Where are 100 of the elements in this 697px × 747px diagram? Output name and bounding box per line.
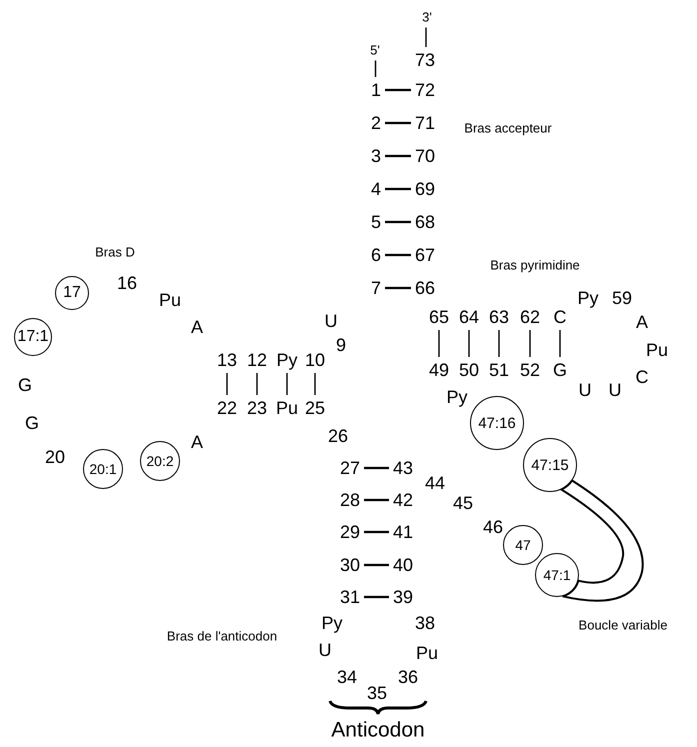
nucleotide-label: Py [446,388,468,406]
nucleotide-label: U [324,312,338,330]
base-pair-bar [256,373,258,395]
base-pair-bar [314,373,316,395]
nucleotide-label: 46 [482,518,504,536]
nucleotide-label: 63 [488,308,510,326]
base-pair-dash [385,154,411,158]
base-pair-dash [385,220,411,224]
nucleotide-label: A [191,318,203,336]
base-pair-bar [529,330,531,357]
nucleotide-label: Pu [416,644,438,662]
region-label: Bras pyrimidine [490,258,580,272]
variable-loop-connector [560,480,644,602]
nucleotide-label: 20 [44,448,66,466]
base-pair-bar [468,330,470,357]
base-pair-dash [364,596,389,598]
base-pair-dash [385,88,411,92]
nucleotide-label: 1 [371,81,381,99]
base-pair-bar [438,330,440,357]
nucleotide-label: G [553,361,567,379]
base-pair-bar [286,373,288,395]
nucleotide-label: 23 [246,399,268,417]
nucleotide-label: 26 [328,427,348,445]
nucleotide-label: 71 [414,114,436,132]
nucleotide-label: 62 [520,308,540,326]
base-pair-bar [559,330,561,357]
nucleotide-label: 44 [424,474,446,492]
region-label: Anticodon [331,720,425,740]
base-pair-bar [425,28,427,47]
nucleotide-label: U [608,381,622,399]
nucleotide-label: Py [276,351,298,369]
nucleotide-label: 13 [216,351,238,369]
nucleotide-label: 3 [371,147,381,165]
nucleotide-label: 5 [371,213,381,231]
nucleotide-label: 31 [340,588,360,606]
nucleotide-label: 64 [458,308,480,326]
nucleotide-label: 36 [398,668,418,686]
nucleotide-label: 52 [520,361,540,379]
circled-position: 17:1 [14,318,52,356]
base-pair-dash [364,530,389,534]
nucleotide-label: 30 [340,556,360,574]
nucleotide-label: G [18,376,32,394]
nucleotide-label: 45 [452,494,474,512]
circled-position: 17 [55,276,89,310]
nucleotide-label: Pu [276,399,298,417]
nucleotide-label: 38 [414,614,436,632]
base-pair-dash [385,254,411,256]
nucleotide-label: Pu [646,341,668,359]
base-pair-dash [364,466,389,470]
nucleotide-label: Py [578,289,598,307]
nucleotide-label: 72 [414,81,436,99]
nucleotide-label: A [636,313,648,331]
region-label: Bras accepteur [464,122,552,134]
base-pair-dash [364,564,389,566]
nucleotide-label: 34 [336,668,358,686]
strand-end-label: 3' [422,10,432,24]
nucleotide-label: 28 [340,491,360,509]
nucleotide-label: C [554,308,566,326]
nucleotide-label: 42 [392,491,414,509]
nucleotide-label: 35 [366,684,388,702]
nucleotide-label: 2 [371,114,381,132]
base-pair-dash [385,188,411,190]
nucleotide-label: 12 [246,351,268,369]
circled-position: 47:1 [535,553,579,597]
circled-position: 47:16 [470,396,524,450]
base-pair-dash [385,286,411,290]
nucleotide-label: 6 [371,246,381,264]
nucleotide-label: G [25,414,39,432]
circled-position: 20:1 [83,449,123,489]
nucleotide-label: 51 [488,361,510,379]
nucleotide-label: U [318,641,332,659]
base-pair-bar [226,373,228,395]
base-pair-dash [364,498,389,502]
nucleotide-label: A [191,433,203,451]
circled-position: 47 [503,525,543,565]
circled-position: 47:15 [523,438,577,492]
region-label: Bras de l'anticodon [166,630,278,642]
region-label: Boucle variable [578,618,668,632]
nucleotide-label: 29 [340,523,360,541]
nucleotide-label: U [578,381,592,399]
nucleotide-label: C [636,368,648,386]
nucleotide-label: 10 [304,351,326,369]
nucleotide-label: 7 [371,279,381,297]
nucleotide-label: 66 [414,279,436,297]
base-pair-bar [374,60,376,77]
nucleotide-label: Py [322,614,342,632]
nucleotide-label: 73 [414,51,436,69]
nucleotide-label: 43 [392,459,414,477]
base-pair-dash [385,122,411,124]
circled-position: 20:2 [140,441,180,481]
nucleotide-label: 4 [371,180,381,198]
nucleotide-label: 40 [392,556,414,574]
nucleotide-label: 67 [414,246,436,264]
nucleotide-label: 50 [458,361,480,379]
base-pair-bar [498,330,500,357]
nucleotide-label: 27 [340,459,360,477]
region-label: Bras D [95,246,135,258]
nucleotide-label: 41 [392,523,414,541]
nucleotide-label: 59 [612,289,632,307]
nucleotide-label: 69 [414,180,436,198]
